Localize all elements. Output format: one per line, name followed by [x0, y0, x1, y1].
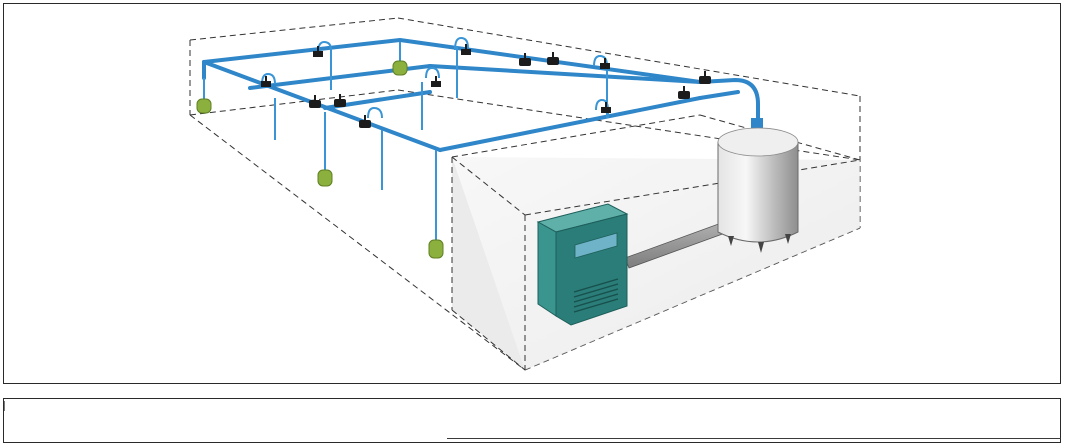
drain-traps: [196, 60, 444, 259]
main-loop-pipe: [202, 38, 760, 152]
air-compressor: [536, 203, 629, 326]
compressor-room-enclosure: [451, 114, 861, 371]
caption-frame: [3, 398, 1061, 443]
caption-frame-mark: [4, 401, 5, 411]
caption-rule: [447, 438, 1061, 439]
shutoff-valves: [261, 44, 711, 128]
drop-pipes: [203, 36, 609, 240]
air-receiver-tank: [717, 118, 799, 253]
